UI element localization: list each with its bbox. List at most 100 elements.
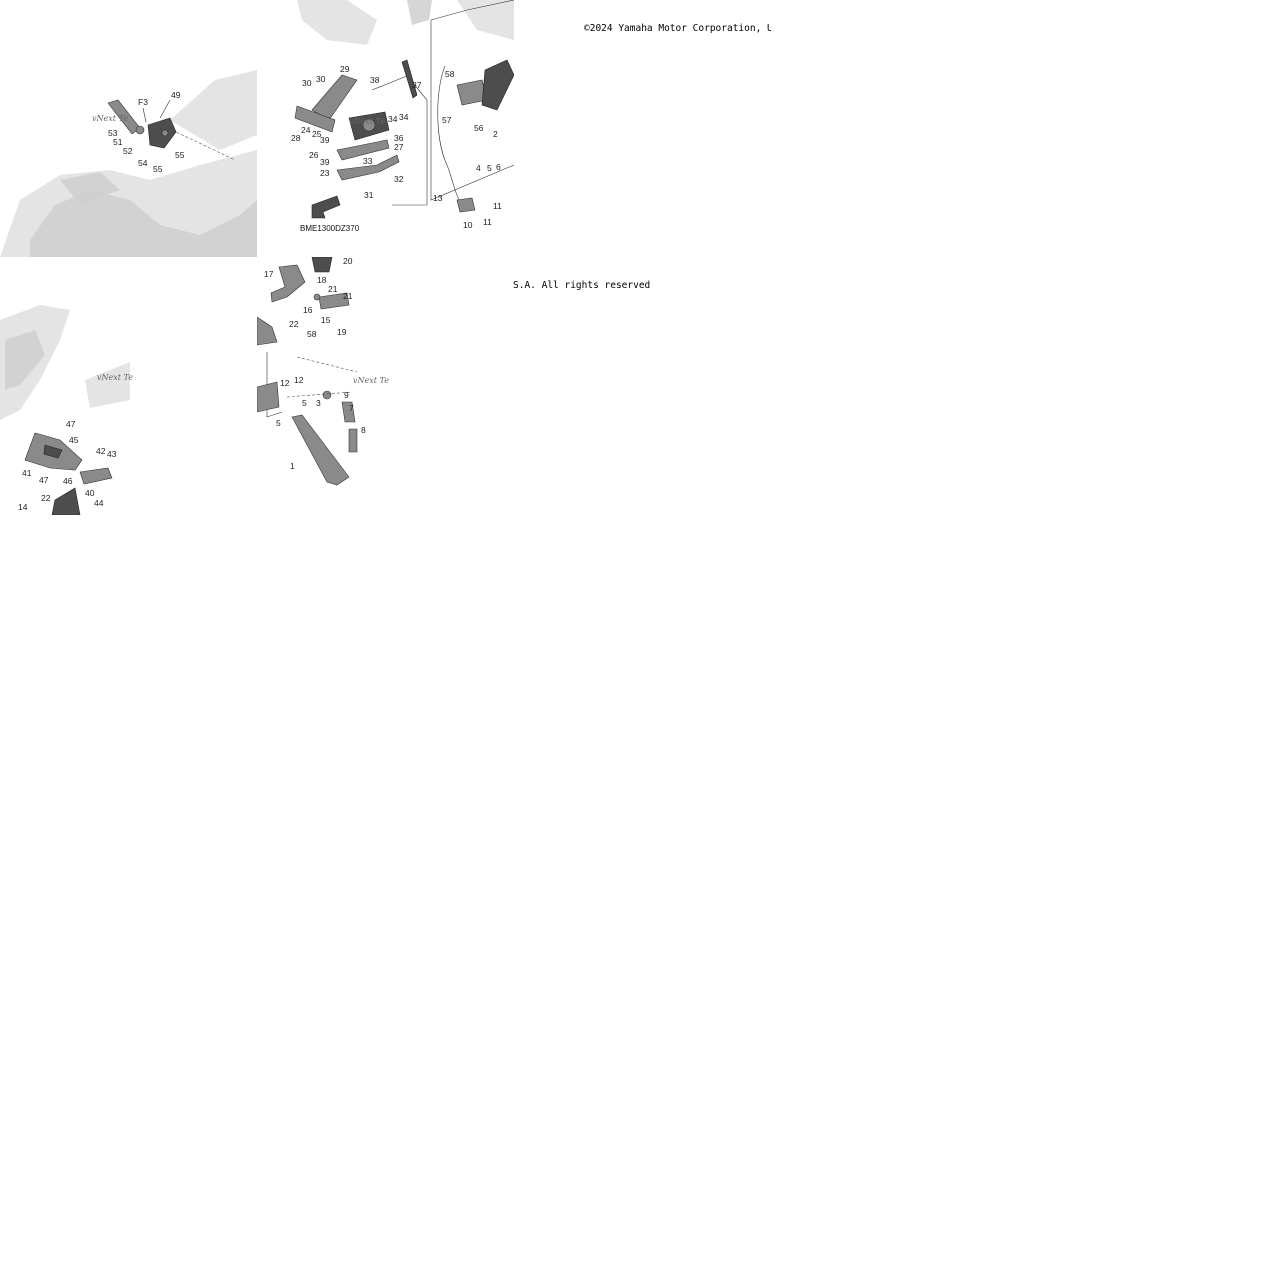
part-callout-47: 47 — [39, 475, 49, 485]
part-callout-5: 5 — [276, 418, 281, 428]
ghost-frame-outline — [297, 0, 514, 45]
ghost-frame-outline — [0, 70, 257, 257]
diagram-bottom-left-svg: vNext Te 47 45 41 47 42 43 46 40 44 22 1… — [0, 305, 133, 515]
diagram-tile-mid-right: vNext Te 17 20 18 21 21 16 15 22 19 58 1… — [257, 257, 390, 487]
master-cylinder — [401, 59, 514, 111]
part-callout-13: 13 — [433, 193, 443, 203]
part-callout-32: 32 — [394, 174, 404, 184]
part-callout-53: 53 — [108, 128, 118, 138]
part-callout-51: 51 — [113, 137, 123, 147]
callout-labels: 47 45 41 47 42 43 46 40 44 22 14 — [18, 419, 117, 512]
part-callout-30: 30 — [316, 74, 326, 84]
part-callout-23: 23 — [320, 168, 330, 178]
part-callout-8: 8 — [361, 425, 366, 435]
watermark-text: vNext Te — [353, 376, 389, 385]
passenger-footrest-bracket — [24, 432, 83, 471]
part-callout-46: 46 — [63, 476, 73, 486]
part-callout-18: 18 — [317, 275, 327, 285]
switch-10 — [456, 197, 476, 213]
part-callout-56: 56 — [474, 123, 484, 133]
arrow-indicator — [311, 195, 341, 219]
watermark-text: vNext Te — [97, 373, 133, 382]
watermark-text: vNext Te — [349, 117, 385, 126]
part-callout-43: 43 — [107, 449, 117, 459]
part-callout-4: 4 — [476, 163, 481, 173]
callout-labels: F3 49 53 51 52 54 55 55 — [108, 90, 185, 174]
part-callout-41: 41 — [22, 468, 32, 478]
part-callout-2: 2 — [493, 129, 498, 139]
part-callout-49: 49 — [171, 90, 181, 100]
part-callout-34: 34 — [399, 112, 409, 122]
part-callout-38: 38 — [370, 75, 380, 85]
part-callout-5: 5 — [302, 398, 307, 408]
part-callout-33: 33 — [363, 156, 373, 166]
side-stand-parts — [257, 352, 358, 486]
part-callout-34: 34 — [388, 114, 398, 124]
diagram-top-left-svg: vNext Te F3 49 53 51 52 54 55 55 — [0, 70, 257, 257]
part-callout-40: 40 — [85, 488, 95, 498]
part-callout-22: 22 — [41, 493, 51, 503]
lower-part — [51, 487, 81, 515]
part-callout-39: 39 — [320, 157, 330, 167]
part-callout-20: 20 — [343, 257, 353, 266]
frame-boxes — [371, 0, 514, 206]
diagram-top-right-svg: vNext Te BME1300DZ370 30 30 29 38 37 58 … — [291, 0, 514, 233]
part-callout-21: 21 — [328, 284, 338, 294]
part-callout-42: 42 — [96, 446, 106, 456]
part-callout-21: 21 — [343, 291, 353, 301]
part-callout-5: 5 — [487, 163, 492, 173]
part-callout-58: 58 — [307, 329, 317, 339]
part-callout-37: 37 — [412, 80, 422, 90]
part-callout-11: 11 — [483, 217, 492, 227]
part-callout-9: 9 — [344, 390, 349, 400]
copyright-line-1: ©2024 Yamaha Motor Corporation, U.S — [584, 23, 771, 34]
copyright-line-2: S.A. All rights reserved — [513, 280, 651, 291]
brake-pedal-31 — [336, 154, 400, 181]
part-callout-39: 39 — [320, 135, 330, 145]
part-callout-14: 14 — [18, 502, 28, 512]
passenger-footpeg — [79, 467, 113, 485]
part-callout-3: 3 — [316, 398, 321, 408]
part-callout-11: 11 — [493, 201, 502, 211]
part-callout-57: 57 — [442, 115, 452, 125]
part-callout-7: 7 — [349, 403, 354, 413]
part-callout-45: 45 — [69, 435, 79, 445]
part-callout-28: 28 — [291, 133, 301, 143]
part-callout-1: 1 — [290, 461, 295, 471]
diagram-mid-right-svg: vNext Te 17 20 18 21 21 16 15 22 19 58 1… — [257, 257, 389, 486]
footrest-bracket — [107, 99, 177, 149]
part-callout-58: 58 — [445, 69, 455, 79]
diagram-tile-bottom-left: vNext Te 47 45 41 47 42 43 46 40 44 22 1… — [0, 300, 135, 515]
part-callout-55: 55 — [153, 164, 163, 174]
watermark-text: vNext Te — [92, 114, 128, 123]
part-callout-19: 19 — [337, 327, 347, 337]
part-callout-6: 6 — [496, 162, 501, 172]
part-callout-25: 25 — [312, 129, 322, 139]
part-callout-F3: F3 — [138, 97, 148, 107]
part-callout-24: 24 — [301, 125, 311, 135]
part-callout-47: 47 — [66, 419, 76, 429]
diagram-tile-top-right: vNext Te BME1300DZ370 30 30 29 38 37 58 … — [257, 0, 514, 257]
footrest-bracket-main — [294, 105, 390, 161]
part-callout-44: 44 — [94, 498, 104, 508]
callout-labels: 30 30 29 38 37 58 24 25 28 39 26 39 23 3… — [291, 64, 502, 230]
part-callout-29: 29 — [340, 64, 350, 74]
part-callout-30: 30 — [302, 78, 312, 88]
part-callout-15: 15 — [321, 315, 331, 325]
part-callout-16: 16 — [303, 305, 313, 315]
part-callout-12: 12 — [294, 375, 304, 385]
part-callout-52: 52 — [123, 146, 133, 156]
ghost-frame-outline — [0, 305, 130, 420]
footrest-parts — [257, 257, 350, 346]
diagram-code: BME1300DZ370 — [300, 224, 360, 233]
part-callout-10: 10 — [463, 220, 473, 230]
part-callout-36: 36 — [394, 133, 404, 143]
part-callout-31: 31 — [364, 190, 374, 200]
part-callout-54: 54 — [138, 158, 148, 168]
part-callout-12: 12 — [280, 378, 290, 388]
part-callout-26: 26 — [309, 150, 319, 160]
part-callout-22: 22 — [289, 319, 299, 329]
part-callout-27: 27 — [394, 142, 404, 152]
callout-labels: 17 20 18 21 21 16 15 22 19 58 12 12 5 3 … — [264, 257, 366, 471]
part-callout-17: 17 — [264, 269, 274, 279]
